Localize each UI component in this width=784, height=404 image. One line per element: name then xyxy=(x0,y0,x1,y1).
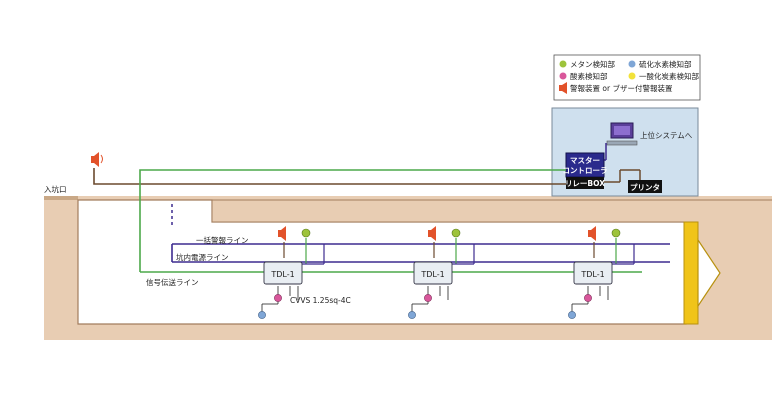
legend-methane: メタン検知部 xyxy=(570,59,615,69)
computer-icon xyxy=(606,122,638,146)
legend-box xyxy=(553,54,701,101)
batch-alarm-label: 一括警報ライン xyxy=(196,235,249,245)
detector-unit-1: TDL-1 xyxy=(258,226,325,319)
batch-alarm-feed xyxy=(93,168,566,185)
master-controller: マスター コントローラ xyxy=(563,152,608,178)
legend-oxygen: 酸素検知部 xyxy=(570,71,608,81)
signal-feed xyxy=(139,169,566,272)
detector-unit-2: TDL-1 xyxy=(408,226,475,319)
alarm-icon xyxy=(91,152,103,167)
printer: プリンタ xyxy=(628,180,662,193)
alarm-icon xyxy=(278,226,286,241)
printer-label: プリンタ xyxy=(630,182,660,192)
alarm-icon xyxy=(588,226,596,241)
pink-dot-icon xyxy=(584,294,592,302)
green-dot-icon xyxy=(451,228,461,238)
shield-machine xyxy=(683,221,721,325)
tdl-label: TDL-1 xyxy=(580,270,604,279)
pink-dot-icon xyxy=(424,294,432,302)
cable-label: CVVS 1.25sq-4C xyxy=(290,296,351,305)
green-dot-icon xyxy=(301,228,311,238)
signal-label: 信号伝送ライン xyxy=(146,277,199,287)
blue-dot-icon xyxy=(628,60,636,68)
relay-box: リレーBOX xyxy=(565,177,605,189)
legend-alarm: 警報装置 or ブザー付警報装置 xyxy=(570,83,673,93)
green-dot-icon xyxy=(559,60,567,68)
blue-dot-icon xyxy=(568,311,576,319)
legend-co: 一酸化炭素検知部 xyxy=(639,71,699,81)
power-label: 坑内電源ライン xyxy=(176,252,229,262)
tdl-label: TDL-1 xyxy=(420,270,444,279)
yellow-dot-icon xyxy=(628,72,636,80)
blue-dot-icon xyxy=(408,311,416,319)
pink-dot-icon xyxy=(274,294,282,302)
master-controller-line1: マスター xyxy=(570,155,600,165)
master-controller-line2: コントローラ xyxy=(563,166,608,175)
upper-system-label: 上位システムへ xyxy=(640,130,693,140)
green-dot-icon xyxy=(611,228,621,238)
alarm-icon xyxy=(428,226,436,241)
blue-dot-icon xyxy=(258,311,266,319)
detector-unit-3: TDL-1 xyxy=(568,226,635,319)
relay-box-label: リレーBOX xyxy=(565,179,605,188)
pink-dot-icon xyxy=(559,72,567,80)
tdl-label: TDL-1 xyxy=(270,270,294,279)
tunnel-ground xyxy=(44,196,772,340)
entrance-label: 入坑口 xyxy=(44,184,67,194)
legend: メタン検知部 硫化水素検知部 酸素検知部 一酸化炭素検知部 警報装置 or ブザ… xyxy=(553,54,701,101)
legend-h2s: 硫化水素検知部 xyxy=(639,59,692,69)
alarm-icon xyxy=(559,82,567,94)
